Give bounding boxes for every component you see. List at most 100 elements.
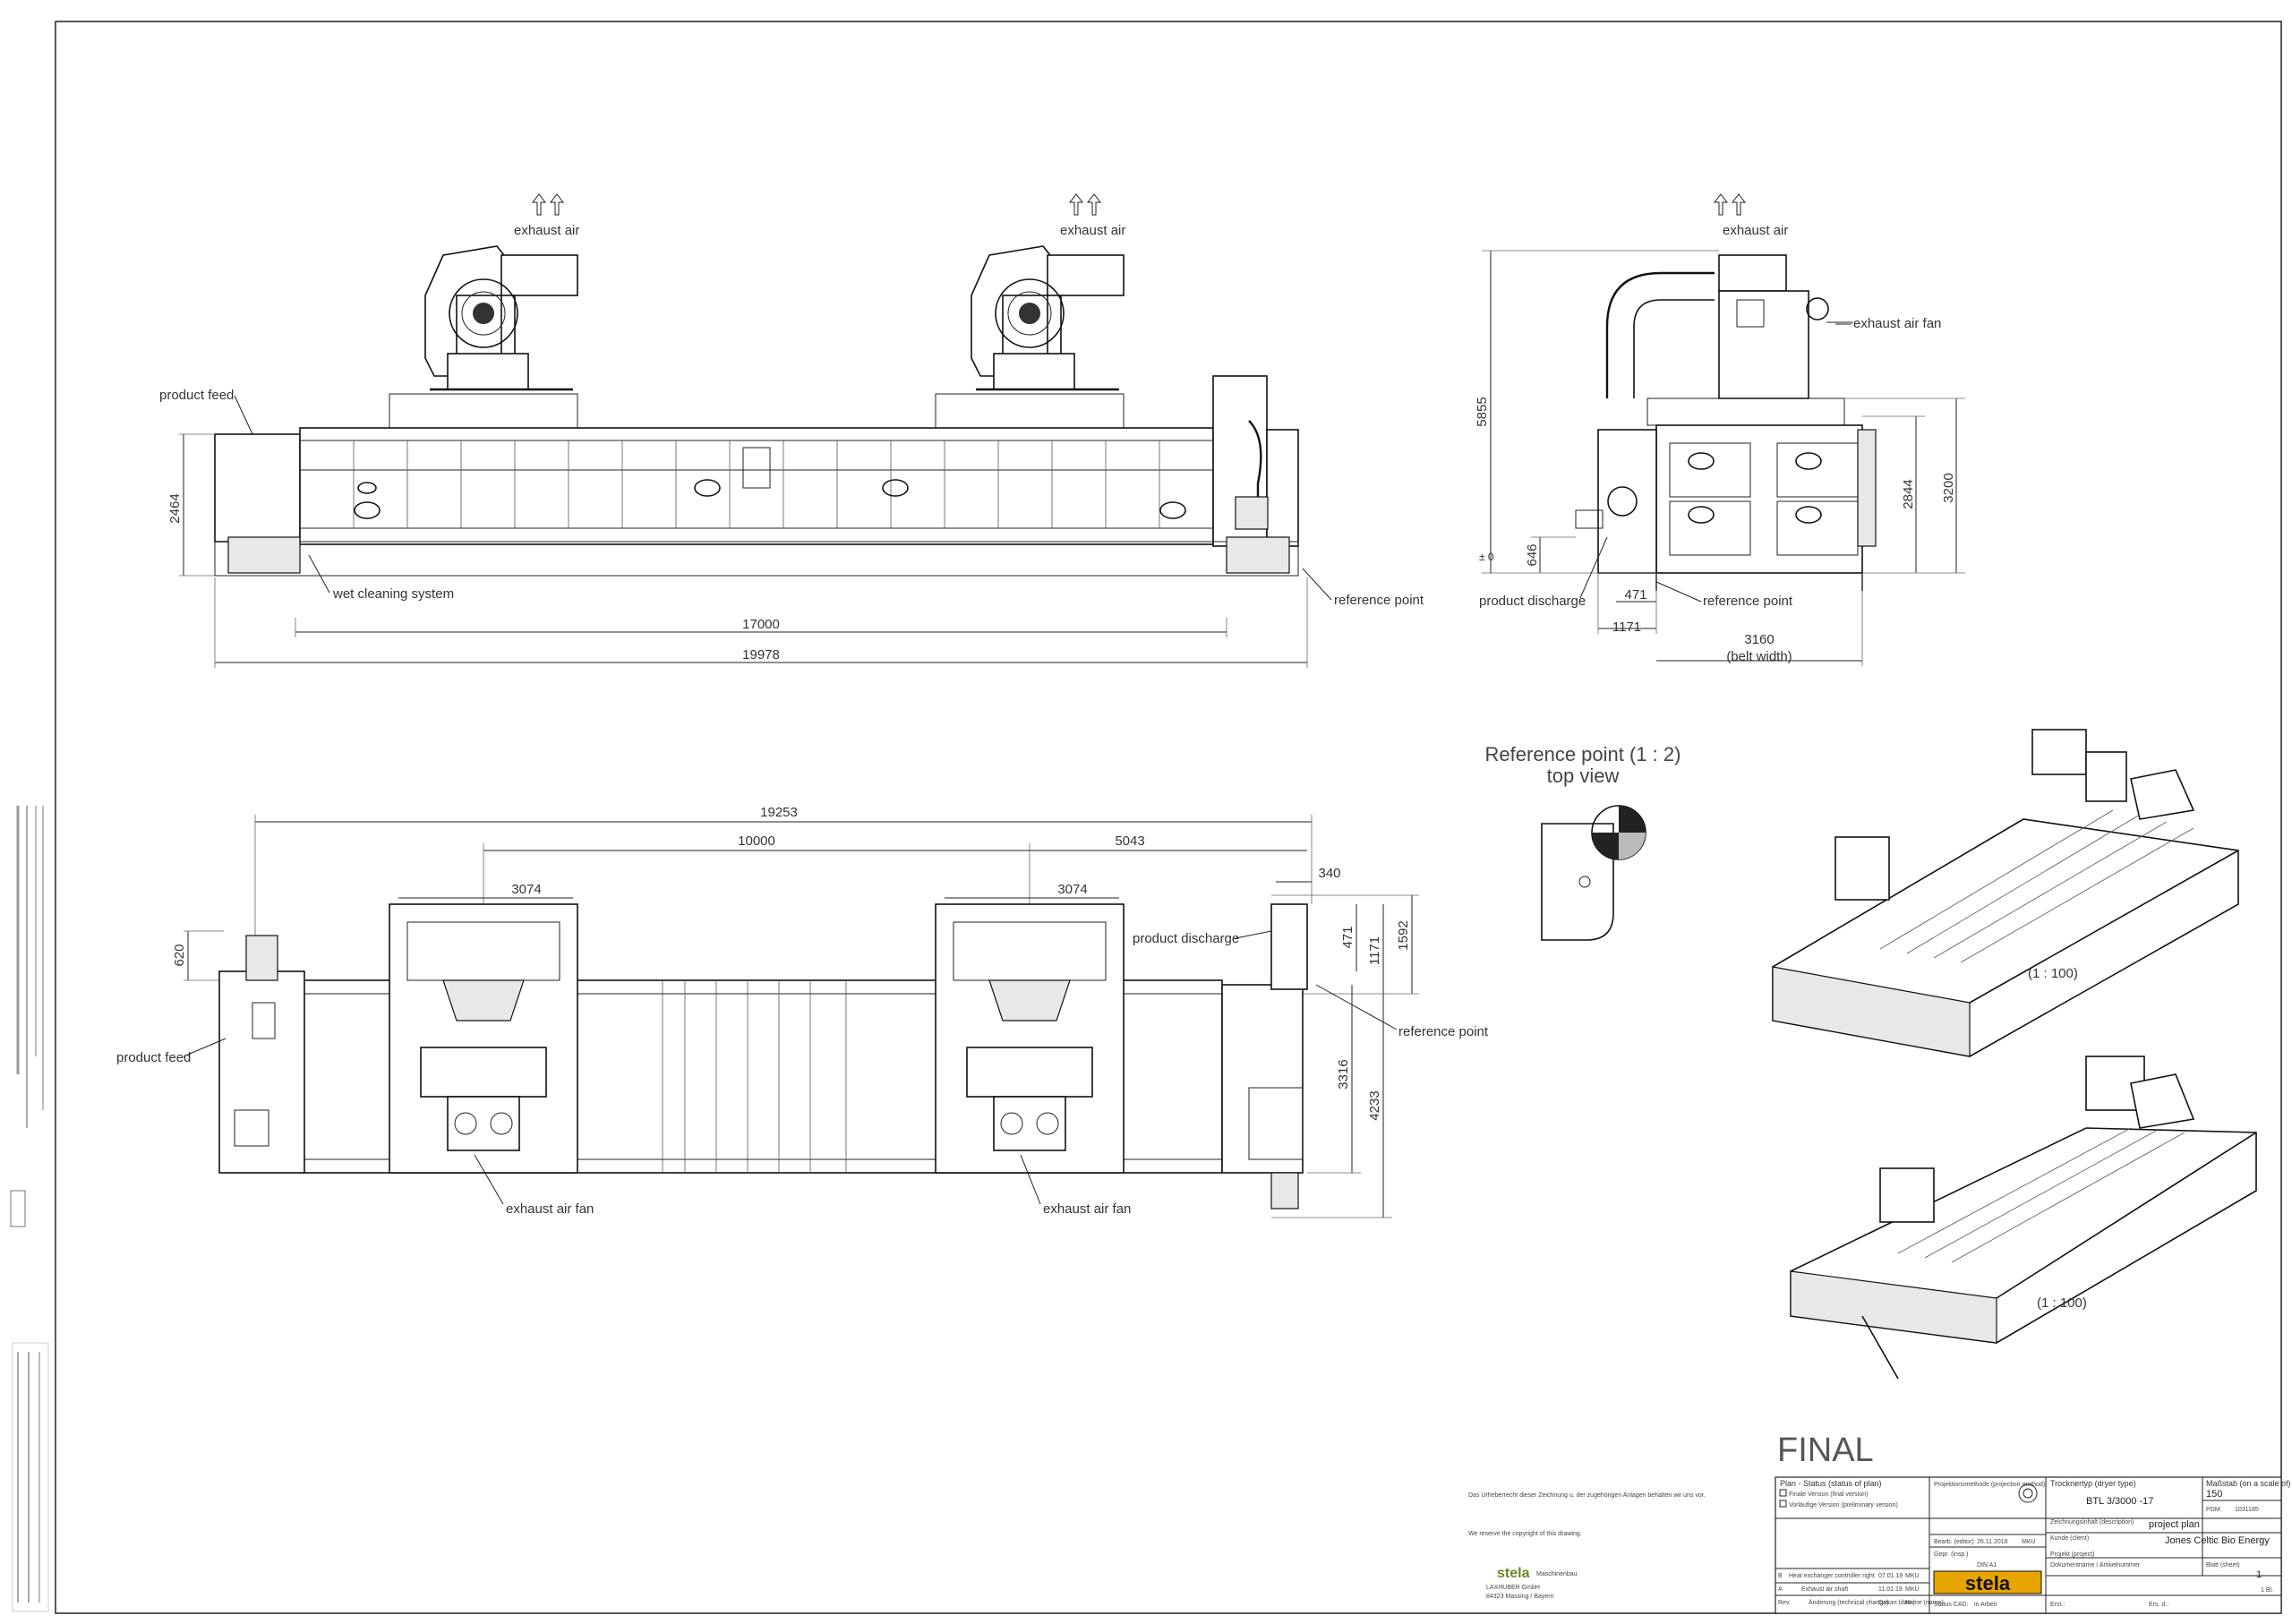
dim-1592: 1592 [1396,920,1411,950]
front-dimensions: 2464 17000 19978 [167,433,1308,668]
label-reference-point-front: reference point [1334,593,1424,608]
svg-text:Das Urheberrecht dieser Zeichn: Das Urheberrecht dieser Zeichnung u. der… [1468,1492,1706,1499]
fan-frame-mid [935,393,1125,431]
dim-471-side: 471 [1624,587,1646,603]
svg-text:Name (name): Name (name) [1905,1600,1944,1606]
svg-text:Maßstab (on a scale of): Maßstab (on a scale of) [2206,1479,2291,1488]
side-view: exhaust air 5855 2844 [1475,193,1965,666]
dim-17000: 17000 [742,617,780,632]
iso-view-upper: (1 : 100) [1772,729,2239,1057]
label-product-discharge-top: product discharge [1133,931,1239,946]
svg-text:A: A [1778,1586,1783,1593]
dim-3074-left: 3074 [511,882,541,897]
svg-text:DIN A1: DIN A1 [1977,1562,1997,1568]
drawing-content: project plan [2149,1519,2200,1530]
dim-5043: 5043 [1115,833,1144,849]
svg-text:Trocknertyp (dryer type): Trocknertyp (dryer type) [2050,1479,2136,1488]
left-margin-notes [10,806,49,1612]
front-view: exhaust air exhaust air [159,193,1424,668]
label-exhaust-air-1: exhaust air [514,223,579,238]
svg-text:Zeichnungsinhalt (description): Zeichnungsinhalt (description) [2050,1519,2134,1526]
svg-text:Projektionsmethode (projection: Projektionsmethode (projection method) [1934,1482,2045,1488]
svg-text:Exhaust air shaft: Exhaust air shaft [1801,1586,1848,1593]
dim-3160: 3160 [1744,632,1774,647]
svg-text:Bearb. (editor): Bearb. (editor) [1934,1539,1974,1545]
label-zero: ± 0 [1479,551,1494,563]
dim-10000: 10000 [738,833,775,849]
fan-unit-left [424,245,578,391]
svg-text:Status CAD:: Status CAD: [1934,1602,1969,1608]
stela-logo [1933,1570,2042,1594]
dim-3200: 3200 [1941,473,1956,502]
svg-text:PDM:: PDM: [2206,1507,2222,1513]
dim-3316: 3316 [1336,1059,1351,1089]
dim-19253: 19253 [760,805,798,820]
svg-text:Ers. d.:: Ers. d.: [2149,1602,2168,1608]
scale-value: 150 [2206,1489,2222,1500]
label-product-discharge-side: product discharge [1479,594,1586,609]
label-exhaust-air-fan-side: exhaust air fan [1853,316,1941,331]
label-iso-scale-2: (1 : 100) [2037,1295,2087,1311]
label-reference-point-top: reference point [1398,1024,1489,1039]
svg-text:Projekt (project): Projekt (project) [2050,1551,2094,1558]
side-dryer-body [1655,424,1863,574]
label-exhaust-air-2: exhaust air [1060,223,1125,238]
svg-text:26.11.2018: 26.11.2018 [1977,1539,2008,1545]
label-wet-cleaning: wet cleaning system [332,586,454,602]
sheet-border [55,21,2282,1614]
ref-point-title: Reference point (1 : 2) [1485,743,1681,765]
small-logo: stela [1497,1566,1530,1581]
dryer-body-front [214,375,1299,577]
dim-620: 620 [172,944,187,966]
svg-text:Maschinenbau: Maschinenbau [1536,1571,1578,1577]
svg-text:84323 Massing / Bayern: 84323 Massing / Bayern [1486,1594,1554,1600]
dim-2464: 2464 [167,493,183,523]
top-view: 19253 10000 5043 3074 3074 340 471 1171 … [116,805,1489,1218]
iso-view-lower: (1 : 100) [1790,1056,2257,1380]
svg-text:Rev.: Rev. [1778,1600,1791,1606]
dim-19978: 19978 [742,647,780,662]
fan-house-top-left [389,903,578,1174]
svg-text:Finale Version (final version): Finale Version (final version) [1789,1492,1868,1498]
label-product-feed-top: product feed [116,1050,191,1065]
feed-section-top [218,970,305,1174]
svg-text:MKU: MKU [1905,1573,1920,1579]
svg-text:Vorläufige Version (preliminar: Vorläufige Version (preliminary version) [1789,1502,1898,1509]
exhaust-duct [1605,271,1715,398]
dim-1171-top: 1171 [1367,936,1382,965]
dim-2844: 2844 [1901,479,1916,509]
dim-471-top: 471 [1340,926,1356,948]
dim-1171-side: 1171 [1612,620,1641,635]
svg-text:Blatt (sheet): Blatt (sheet) [2206,1562,2240,1568]
svg-text:LAXHUBER GmbH: LAXHUBER GmbH [1486,1585,1540,1591]
exhaust-arrow-left [531,193,565,216]
svg-text:MKU: MKU [1905,1586,1920,1593]
svg-text:Gepr. (insp.): Gepr. (insp.) [1934,1551,1969,1558]
svg-text:Änderung (technical change): Änderung (technical change) [1809,1599,1889,1606]
copyright-notes: Das Urheberrecht dieser Zeichnung u. der… [1468,1492,1706,1600]
dryer-type: BTL 3/3000 -17 [2086,1496,2153,1507]
svg-text:07.01.19: 07.01.19 [1878,1573,1903,1579]
svg-text:Kunde (client): Kunde (client) [2050,1535,2089,1542]
ref-point-subtitle: top view [1547,765,1620,787]
discharge-section-top [1221,984,1304,1174]
fan-house-top-right [935,903,1125,1174]
svg-text:B: B [1778,1573,1783,1579]
pdm-number: 1031185 [2235,1507,2259,1513]
dim-646: 646 [1525,543,1540,566]
label-exhaust-air-3: exhaust air [1723,223,1788,238]
svg-text:Datum (date): Datum (date) [1878,1600,1915,1606]
svg-text:in Arbeit: in Arbeit [1974,1602,1997,1608]
svg-text:MKU: MKU [2022,1539,2036,1545]
top-dimensions: 19253 10000 5043 3074 3074 340 471 1171 … [172,805,1419,1218]
label-reference-point-side: reference point [1703,594,1793,609]
side-dimensions: 5855 2844 3200 646 ± 0 471 1171 3160 (be… [1475,250,1965,666]
label-iso-scale-1: (1 : 100) [2028,966,2078,981]
exhaust-arrow-right [1713,193,1729,216]
dim-3074-right: 3074 [1057,882,1087,897]
label-exhaust-air-fan-top-2: exhaust air fan [1043,1201,1131,1217]
title-block: Plan - Status (status of plan) Finale Ve… [1775,1476,2291,1614]
svg-text:Heat exchanger controller righ: Heat exchanger controller right [1789,1573,1875,1579]
